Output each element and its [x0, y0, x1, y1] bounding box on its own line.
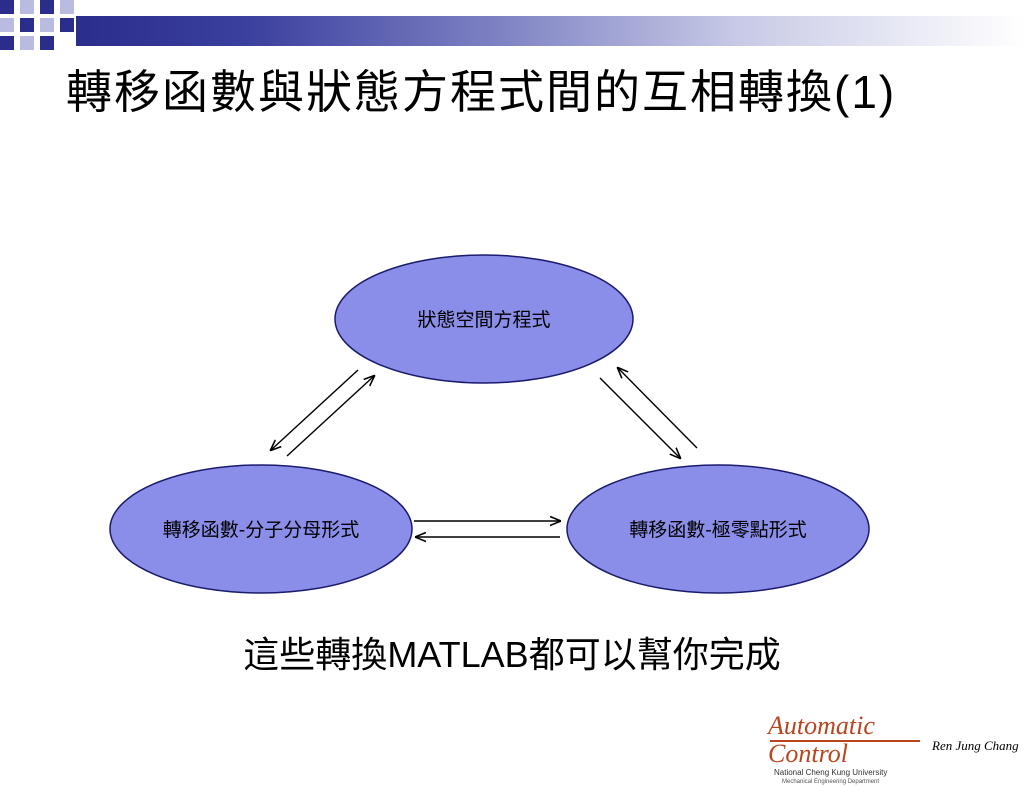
- state-space-node: [334, 254, 634, 384]
- caption-text-1: 這些轉換: [243, 635, 388, 676]
- decor-square: [20, 36, 34, 50]
- decor-square: [60, 18, 74, 32]
- caption-text-2: 都可以幫你完成: [528, 635, 781, 676]
- tf-numden-label: 轉移函數-分子分母形式: [163, 519, 359, 541]
- logo-underline: [770, 740, 920, 742]
- decor-square: [0, 0, 14, 14]
- arrow-zpk-to-statespace: [618, 368, 698, 449]
- decor-square: [40, 0, 54, 14]
- state-space-label: 狀態空間方程式: [417, 309, 550, 331]
- decor-square: [20, 0, 34, 14]
- decor-square: [40, 36, 54, 50]
- tf-zpk-node: [566, 464, 870, 594]
- slide-caption: 這些轉換MATLAB都可以幫你完成: [0, 626, 1024, 678]
- conversion-diagram: 狀態空間方程式 轉移函數-分子分母形式 轉移函數-極零點形式: [109, 254, 870, 594]
- decor-square: [20, 18, 34, 32]
- arrow-numden-to-statespace: [286, 376, 374, 457]
- arrow-statespace-to-zpk: [599, 377, 680, 458]
- decor-square: [0, 18, 14, 32]
- logo-department: Mechanical Engineering Department: [782, 779, 880, 785]
- tf-zpk-label: 轉移函數-極零點形式: [629, 519, 806, 541]
- decor-square: [40, 18, 54, 32]
- slide-title-text: 轉移函數與狀態方程式間的互相轉換: [66, 65, 834, 119]
- arrow-statespace-to-numden: [271, 369, 359, 450]
- caption-matlab: MATLAB: [387, 634, 529, 675]
- slide-title: 轉移函數與狀態方程式間的互相轉換(1): [66, 62, 966, 122]
- author-signature: Ren Jung Chang: [932, 738, 1019, 753]
- logo-title: Automatic Control: [768, 711, 875, 768]
- slide-title-suffix: (1): [834, 66, 897, 118]
- automatic-control-logo: Automatic Control National Cheng Kung Un…: [768, 712, 938, 786]
- decor-square: [60, 0, 74, 14]
- logo-university: National Cheng Kung University: [774, 768, 888, 777]
- decor-square: [0, 36, 14, 50]
- tf-numden-node: [109, 464, 413, 594]
- header-gradient-bar: [76, 16, 1024, 46]
